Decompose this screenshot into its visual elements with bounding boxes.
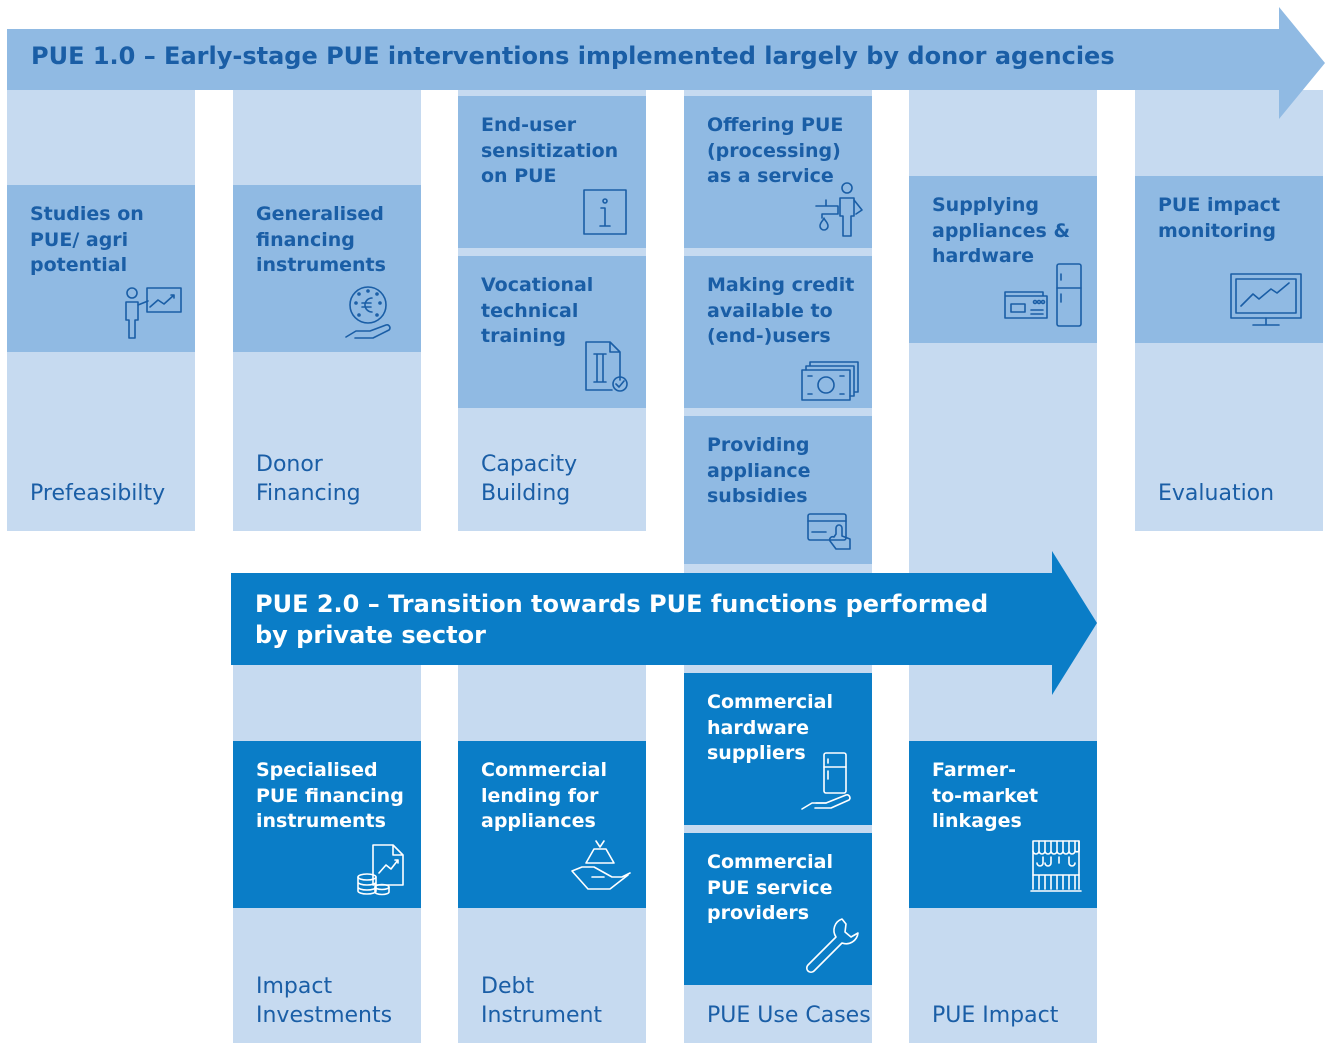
banknotes-icon [800, 360, 860, 402]
box-appliance-subsidies: Providing appliance subsidies [684, 416, 872, 564]
box-supplying-appliances: Supplying appliances & hardware [909, 176, 1097, 343]
info-icon [582, 188, 628, 236]
wrench-icon [802, 915, 860, 975]
monitor-chart-icon [1229, 272, 1303, 328]
box-text: Commercial lending for appliances [481, 759, 607, 832]
box-end-user-sensitization: End-user sensitization on PUE [458, 96, 646, 248]
box-generalised-financing: Generalised financing instruments [233, 185, 421, 352]
box-text: Specialised PUE financing instruments [256, 759, 404, 832]
column-label: PUE Impact [932, 1003, 1059, 1028]
box-text: Offering PUE (processing) as a service [707, 114, 844, 187]
presentation-chart-icon [119, 285, 185, 341]
box-text: Supplying appliances & hardware [932, 194, 1071, 267]
column-label: Capacity Building [481, 452, 578, 506]
box-text: End-user sensitization on PUE [481, 114, 619, 187]
box-text: Farmer- to-market linkages [932, 759, 1039, 832]
sewing-machine-fridge-icon [1001, 262, 1085, 328]
market-stall-icon [1029, 835, 1083, 895]
box-text: Commercial hardware suppliers [707, 691, 833, 764]
box-farmer-to-market: Farmer- to-market linkages [909, 741, 1097, 908]
box-commercial-lending: Commercial lending for appliances [458, 741, 646, 908]
column-label: PUE Use Cases [707, 1003, 871, 1028]
box-text: PUE impact monitoring [1158, 194, 1281, 242]
column-label: Evaluation [1158, 481, 1275, 506]
box-making-credit: Making credit available to (end-)users [684, 256, 872, 408]
coins-document-icon [355, 843, 409, 897]
box-text: Studies on PUE/ agri potential [30, 203, 144, 276]
column-label: Donor Financing [256, 452, 361, 506]
box-offering-pue: Offering PUE (processing) as a service [684, 96, 872, 248]
box-text: Vocational technical training [481, 274, 594, 347]
column-label: Prefeasibilty [30, 481, 166, 506]
box-studies: Studies on PUE/ agri potential [7, 185, 195, 352]
person-tap-icon [810, 180, 866, 240]
box-impact-monitoring: PUE impact monitoring [1135, 176, 1323, 343]
box-hardware-suppliers: Commercial hardware suppliers [684, 673, 872, 825]
pue1-title: PUE 1.0 – Early-stage PUE interventions … [31, 42, 1115, 70]
pue1-arrow [7, 7, 1325, 119]
card-hand-icon [806, 510, 858, 554]
pue2-arrow [231, 551, 1097, 695]
tools-document-icon [584, 340, 630, 394]
euro-coin-hand-icon [344, 283, 404, 345]
box-text: Generalised financing instruments [256, 203, 386, 276]
box-specialised-financing: Specialised PUE financing instruments [233, 741, 421, 908]
box-text: Making credit available to (end-)users [707, 274, 855, 347]
box-text: Providing appliance subsidies [707, 434, 811, 507]
hand-bag-icon [570, 837, 632, 893]
box-vocational-training: Vocational technical training [458, 256, 646, 408]
fridge-hand-icon [800, 751, 862, 815]
box-text: Commercial PUE service providers [707, 851, 833, 924]
pue2-title: PUE 2.0 – Transition towards PUE functio… [255, 590, 989, 649]
column-label: Impact Investments [256, 974, 393, 1028]
column-label: Debt Instrument [481, 974, 603, 1028]
box-service-providers: Commercial PUE service providers [684, 833, 872, 985]
